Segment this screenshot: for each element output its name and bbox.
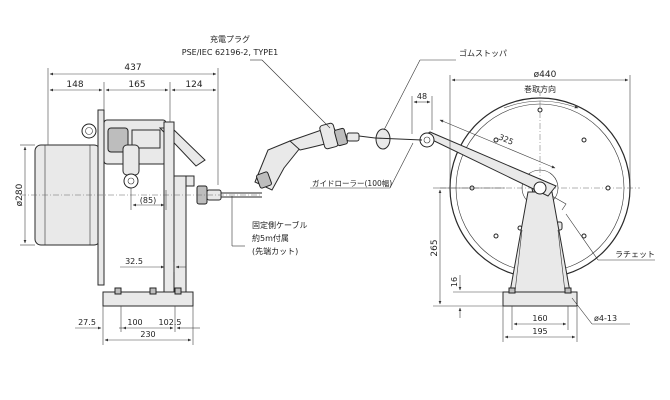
side-view: 437 148 165 124 ø280 (85) 32.5 — [15, 63, 262, 345]
cable-note: 固定側ケーブル 約5m付属 (先端カット) — [231, 196, 308, 256]
dim-85: (85) — [140, 196, 156, 205]
dim-230: 230 — [140, 330, 155, 339]
plug-label-line1: 充電プラグ — [210, 34, 250, 44]
dim-265: 265 — [430, 239, 440, 256]
cable-note-line1: 固定側ケーブル — [252, 220, 308, 230]
dim-165: 165 — [128, 80, 145, 90]
dim-48: 48 — [417, 92, 427, 101]
drum-flange — [97, 109, 105, 286]
dim-32-5: 32.5 — [125, 257, 143, 266]
dim-diameter-280: ø280 — [15, 183, 25, 206]
holes-label: ø4-13 — [594, 314, 617, 323]
dim-195: 195 — [532, 327, 547, 336]
guide-roller-label: ガイドローラー(100幅) — [312, 178, 392, 188]
dim-100: 100 — [127, 318, 142, 327]
dim-160: 160 — [532, 314, 547, 323]
side-frame — [163, 121, 175, 293]
cable-note-line3: (先端カット) — [252, 246, 298, 256]
dim-diameter-440: ø440 — [534, 70, 557, 80]
dim-102-5: 102.5 — [159, 318, 182, 327]
dim-148: 148 — [66, 80, 83, 90]
direction-label: 巻取方向 — [524, 84, 556, 94]
cable-note-line2: 約5m付属 — [252, 233, 289, 243]
dim-124: 124 — [185, 80, 202, 90]
dim-437: 437 — [124, 63, 141, 73]
rubber-stopper-label: ゴムストッパ — [459, 48, 507, 58]
front-view: ゴムストッパ ガイドローラー(100幅) ラチェット 巻取方向 ø440 48 … — [310, 48, 655, 342]
plug-label-line2: PSE/IEC 62196-2, TYPE1 — [182, 48, 278, 57]
ratchet-label: ラチェット — [615, 250, 655, 259]
charging-plug — [254, 122, 376, 191]
side-base — [102, 291, 194, 307]
dim-27-5: 27.5 — [78, 318, 96, 327]
dim-16: 16 — [450, 277, 459, 287]
